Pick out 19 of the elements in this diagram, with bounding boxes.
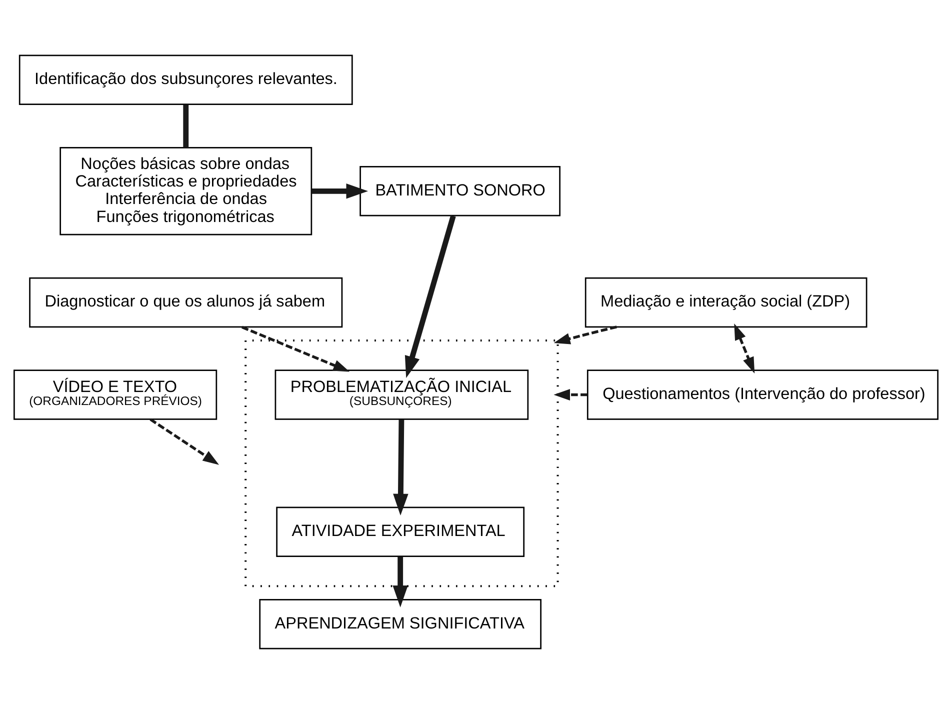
- arrow: [554, 326, 617, 344]
- arrow: [554, 389, 588, 400]
- node-box: PROBLEMATIZAÇÃO INICIAL (SUBSUNÇORES): [274, 370, 529, 420]
- node-box: ATIVIDADE EXPERIMENTAL: [276, 506, 525, 557]
- node-box: APRENDIZAGEM SIGNIFICATIVA: [259, 599, 542, 650]
- node-box: Noções básicas sobre ondas Características e propriedades Interferência de ondas Funções trigonométricas: [60, 147, 312, 236]
- node-box: Identificação dos subsunçores relevantes.: [18, 54, 353, 105]
- node-box: Diagnosticar o que os alunos já sabem: [29, 277, 343, 328]
- arrow: [734, 324, 755, 374]
- node-box: VÍDEO E TEXTO (ORGANIZADORES PRÉVIOS): [14, 370, 218, 420]
- arrow: [404, 215, 456, 378]
- arrow: [393, 419, 408, 516]
- node-box: Mediação e interação social (ZDP): [584, 277, 868, 328]
- arrow: [312, 184, 368, 199]
- arrow: [150, 418, 220, 465]
- arrow: [392, 556, 408, 608]
- connector: [183, 104, 189, 148]
- node-box: BATIMENTO SONORO: [360, 166, 560, 216]
- node-box: Questionamentos (Intervenção do professor): [586, 370, 938, 420]
